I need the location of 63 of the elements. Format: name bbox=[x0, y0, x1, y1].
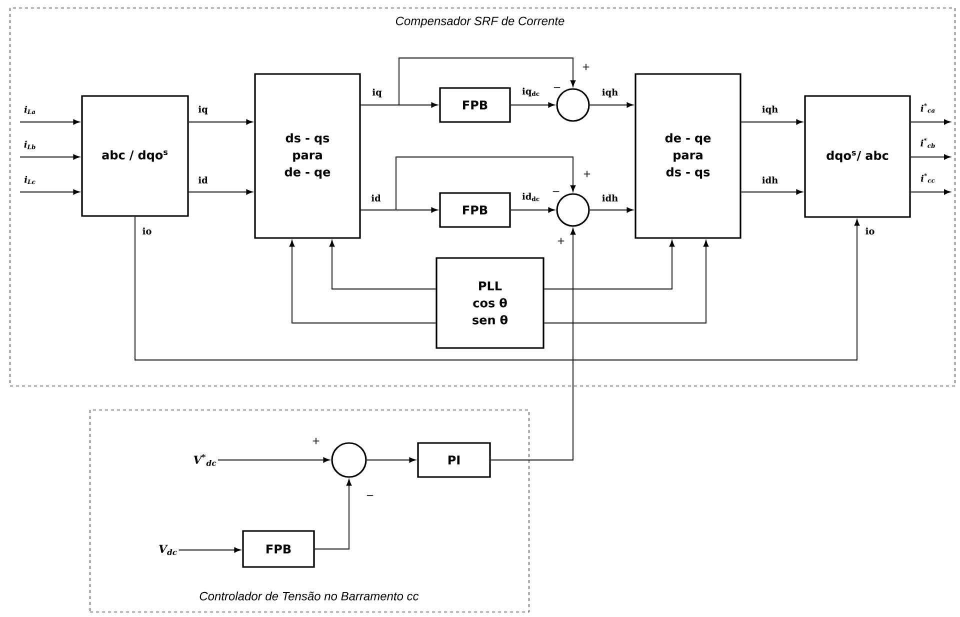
arrow bbox=[329, 240, 436, 290]
sign-label: + bbox=[582, 64, 590, 70]
arrow bbox=[910, 154, 951, 160]
arrow bbox=[20, 119, 80, 125]
sign-label: − bbox=[554, 87, 560, 88]
arrow bbox=[218, 457, 330, 463]
block-box: ds - qs para de - qe bbox=[254, 73, 361, 239]
signal-label: id bbox=[198, 176, 208, 184]
summing-junction bbox=[331, 442, 367, 478]
signal-label: i$_{Lc}$ bbox=[24, 176, 36, 184]
arrow bbox=[360, 58, 576, 106]
signal-label: iqh bbox=[602, 88, 618, 98]
signal-label: id$_{dc}$ bbox=[522, 192, 540, 202]
arrow bbox=[360, 156, 576, 210]
frame-heading: Compensador SRF de Corrente bbox=[396, 16, 564, 28]
arrow bbox=[188, 189, 253, 195]
signal-label: id bbox=[371, 194, 381, 202]
summing-junction bbox=[556, 193, 590, 227]
block-box: dqo$^{s}$/ abc bbox=[804, 95, 911, 218]
signal-label: i$_{Lb}$ bbox=[24, 140, 36, 150]
block-box: abc / dqo$^{s}$ bbox=[81, 95, 189, 217]
arrow bbox=[20, 154, 80, 160]
arrow bbox=[20, 189, 80, 195]
arrow bbox=[510, 102, 555, 108]
block-box: FPB bbox=[439, 192, 511, 228]
block-box: FPB bbox=[439, 87, 511, 123]
arrow bbox=[544, 240, 675, 290]
sign-label: + bbox=[312, 438, 320, 444]
signal-label: iq bbox=[198, 106, 208, 114]
signal-label: V$_{dc}$ bbox=[159, 544, 177, 556]
arrow bbox=[490, 228, 576, 460]
arrow bbox=[134, 216, 860, 360]
signal-label: i$_{La}$ bbox=[24, 106, 36, 114]
signal-label: idh bbox=[762, 176, 778, 184]
frame-heading: Controlador de Tensão no Barramento cc bbox=[200, 592, 419, 600]
sign-label: + bbox=[584, 170, 590, 178]
arrow bbox=[740, 189, 803, 195]
block-box: de - qe para ds - qs bbox=[634, 73, 742, 239]
summing-junction bbox=[556, 88, 590, 122]
signal-label: io bbox=[866, 228, 874, 234]
signal-label: io bbox=[142, 228, 152, 234]
arrow bbox=[510, 207, 555, 213]
block-box: PI bbox=[417, 442, 491, 478]
arrow bbox=[740, 119, 803, 125]
arrow bbox=[366, 457, 416, 463]
arrow bbox=[188, 119, 253, 125]
block-box: PLL cos θ sen θ bbox=[436, 257, 544, 349]
arrow bbox=[589, 102, 634, 108]
sign-label: + bbox=[558, 238, 564, 244]
signal-label: iqh bbox=[762, 106, 778, 114]
arrow bbox=[544, 240, 709, 324]
arrow bbox=[289, 240, 436, 324]
arrow bbox=[178, 547, 241, 553]
arrow bbox=[910, 119, 951, 125]
block-box: FPB bbox=[242, 530, 315, 568]
signal-label: iq bbox=[372, 88, 382, 98]
sign-label: − bbox=[366, 495, 374, 496]
arrow bbox=[314, 479, 352, 550]
arrow bbox=[910, 189, 951, 195]
signal-label: idh bbox=[602, 194, 618, 202]
signal-label: iq$_{dc}$ bbox=[522, 88, 540, 96]
arrow bbox=[589, 207, 634, 213]
sign-label: − bbox=[552, 191, 560, 192]
